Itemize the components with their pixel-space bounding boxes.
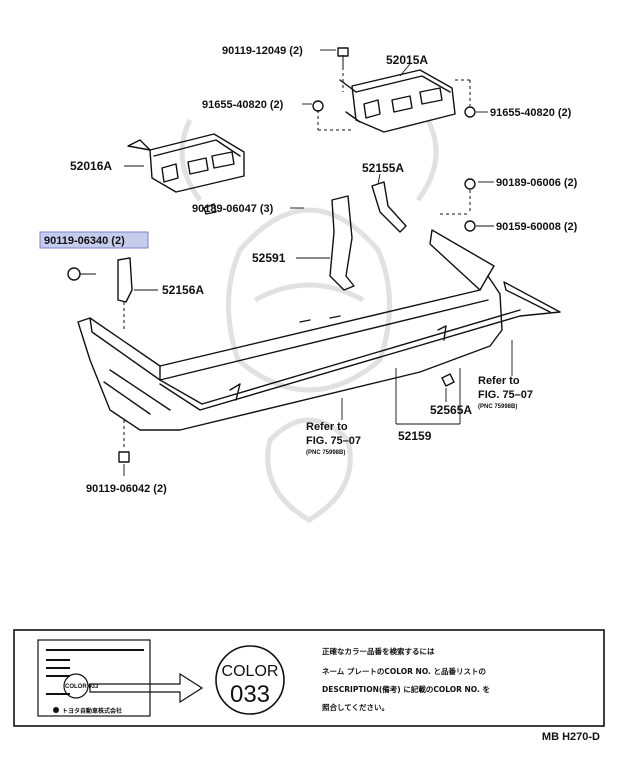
callout-90119-06340[interactable]: 90119-06340 (2) (44, 235, 125, 247)
callout-90189-06047[interactable]: 90189-06047 (3) (192, 203, 274, 215)
refer-line-1: Refer to (306, 421, 348, 433)
refer-line-2: FIG. 75–07 (478, 389, 533, 401)
callout-90189-06006[interactable]: 90189-06006 (2) (496, 177, 578, 189)
callout-52159[interactable]: 52159 (398, 429, 432, 443)
plate-color-text: COLOR 033 (65, 684, 99, 690)
retainer-52155a (371, 181, 407, 233)
callout-90119-12049[interactable]: 90119-12049 (2) (222, 45, 303, 57)
callout-90119-06042[interactable]: 90119-06042 (2) (86, 483, 167, 495)
callout-52156a[interactable]: 52156A (162, 283, 204, 297)
bracket-52015a (339, 69, 456, 133)
refer-line-3: (PNC 75998B) (306, 450, 345, 456)
highlight-box (39, 231, 149, 249)
callout-91655-40820-right[interactable]: 91655-40820 (2) (490, 107, 572, 119)
arrow-icon (89, 672, 204, 704)
color-note-line-4: 照合してください。 (322, 702, 389, 712)
rear-bumper-cover (77, 229, 503, 431)
callout-52565a[interactable]: 52565A (430, 403, 472, 417)
name-plate: COLOR 033 トヨタ自動車株式会社 (37, 639, 151, 717)
refer-note-left[interactable]: Refer to FIG. 75–07 (PNC 75998B) (306, 421, 361, 456)
callout-52155a[interactable]: 52155A (362, 161, 404, 175)
bracket-52591 (329, 195, 355, 291)
plate-footer: トヨタ自動車株式会社 (62, 707, 122, 715)
refer-line-3: (PNC 75998B) (478, 404, 517, 410)
refer-note-right[interactable]: Refer to FIG. 75–07 (PNC 75998B) (478, 375, 533, 410)
bracket-52016a (127, 133, 245, 193)
color-note-line-3: DESCRIPTION(備考) に記載のCOLOR NO. を (322, 684, 490, 694)
figure-code: MB H270-D (542, 731, 600, 743)
refer-line-1: Refer to (478, 375, 520, 387)
bracket-52156a (117, 257, 133, 303)
color-info-box: COLOR 033 トヨタ自動車株式会社 COLOR 033 正確なカラー品番を… (13, 629, 605, 727)
callout-52016a[interactable]: 52016A (70, 159, 112, 173)
color-note-line-2: ネーム プレートのCOLOR NO. と品番リストの (322, 666, 486, 676)
callout-91655-40820-left[interactable]: 91655-40820 (2) (202, 99, 284, 111)
watermark-emblem (179, 118, 439, 523)
callout-52591[interactable]: 52591 (252, 251, 286, 265)
color-note-line-1: 正確なカラー品番を検索するには (322, 646, 435, 656)
side-molding (159, 281, 561, 411)
color-circle-label: COLOR (222, 663, 279, 680)
callout-52015a[interactable]: 52015A (386, 53, 428, 67)
color-circle-code: 033 (230, 681, 270, 708)
callout-90159-60008[interactable]: 90159-60008 (2) (496, 221, 578, 233)
refer-line-2: FIG. 75–07 (306, 435, 361, 447)
color-circle: COLOR 033 (215, 645, 285, 715)
